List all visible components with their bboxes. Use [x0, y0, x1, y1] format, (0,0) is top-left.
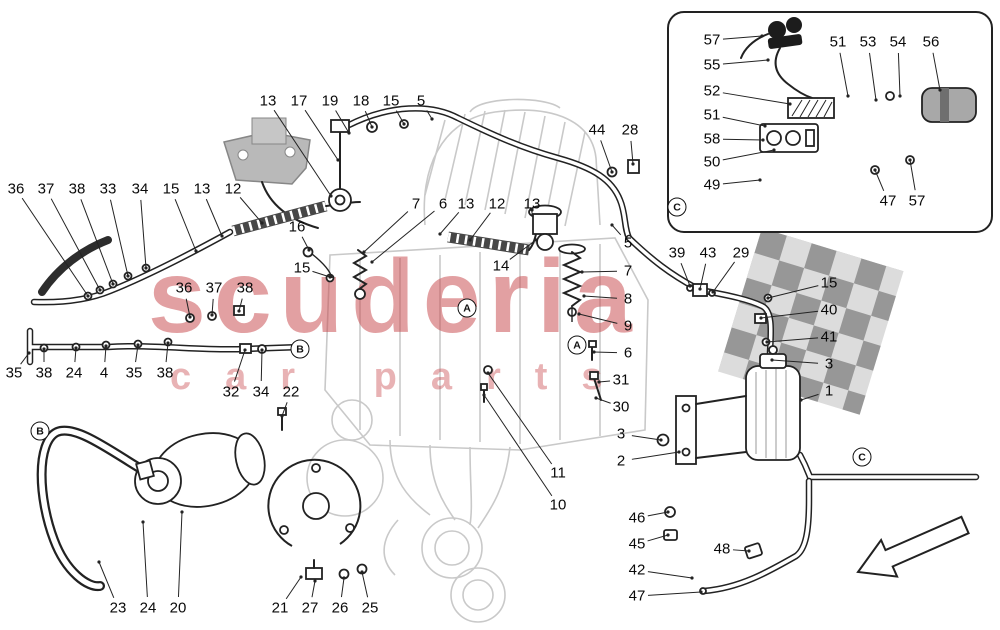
callout-number: 40 — [820, 301, 838, 319]
callout-number: 10 — [549, 496, 567, 514]
callout-number: 26 — [331, 599, 349, 617]
callout-number: 47 — [628, 587, 646, 605]
callout-number: 11 — [550, 464, 566, 482]
callout-number: 45 — [628, 535, 646, 553]
callout-number: 33 — [99, 180, 117, 198]
callout-number: 37 — [37, 180, 55, 198]
callout-number: 12 — [488, 195, 506, 213]
reference-letter-c: C — [667, 197, 687, 217]
callout-number: 2 — [616, 452, 626, 470]
callout-number: 48 — [713, 540, 731, 558]
ignition-coil — [767, 17, 803, 49]
callout-number: 13 — [193, 180, 211, 198]
callout-number: 32 — [222, 383, 240, 401]
reference-letter-a: A — [457, 298, 477, 318]
callout-number: 7 — [623, 262, 633, 280]
callout-number: 36 — [175, 279, 193, 297]
callout-number: 49 — [703, 176, 721, 194]
bottom-fasteners — [305, 559, 368, 580]
callout-number: 14 — [492, 257, 510, 275]
callout-number: 56 — [922, 33, 940, 51]
callout-number: 41 — [820, 328, 838, 346]
center-spring-valve — [302, 246, 368, 300]
reference-letter-c: C — [852, 447, 872, 467]
callout-number: 15 — [162, 180, 180, 198]
callout-number: 51 — [829, 33, 847, 51]
callout-number: 15 — [820, 274, 838, 292]
callout-number: 19 — [321, 92, 339, 110]
callout-number: 6 — [623, 344, 633, 362]
callout-number: 38 — [68, 180, 86, 198]
callout-number: 28 — [621, 121, 639, 139]
callout-number: 37 — [205, 279, 223, 297]
air-pump — [134, 432, 266, 508]
callout-number: 4 — [99, 364, 109, 382]
callout-number: 3 — [616, 425, 626, 443]
callout-number: 21 — [271, 599, 289, 617]
callout-number: 12 — [224, 180, 242, 198]
callout-number: 15 — [382, 92, 400, 110]
callout-number: 53 — [859, 33, 877, 51]
callout-number: 31 — [612, 371, 630, 389]
callout-number: 38 — [35, 364, 53, 382]
callout-number: 9 — [623, 317, 633, 335]
callout-number: 57 — [703, 31, 721, 49]
callout-number: 35 — [5, 364, 23, 382]
callout-number: 39 — [668, 244, 686, 262]
callout-number: 24 — [139, 599, 157, 617]
callout-number: 13 — [523, 195, 541, 213]
vacuum-valve — [328, 119, 409, 212]
callout-number: 35 — [125, 364, 143, 382]
callout-number: 13 — [259, 92, 277, 110]
callout-number: 15 — [293, 259, 311, 277]
callout-number: 55 — [703, 56, 721, 74]
pump-bracket-ring — [267, 458, 362, 547]
callout-number: 52 — [703, 82, 721, 100]
callout-number: 25 — [361, 599, 379, 617]
callout-number: 51 — [703, 106, 721, 124]
callout-number: 24 — [65, 364, 83, 382]
callout-number: 29 — [732, 244, 750, 262]
callout-number: 13 — [457, 195, 475, 213]
callout-number: 57 — [908, 192, 926, 210]
reference-letter-b: B — [290, 339, 310, 359]
callout-number: 43 — [699, 244, 717, 262]
callout-number: 17 — [290, 92, 308, 110]
callout-number: 38 — [156, 364, 174, 382]
callout-number: 47 — [879, 192, 897, 210]
callout-number: 3 — [824, 355, 834, 373]
callout-number: 34 — [252, 383, 270, 401]
reference-letter-b: B — [30, 421, 50, 441]
hose-clamps-top — [606, 159, 640, 178]
direction-arrow — [856, 515, 970, 578]
injector-fasteners — [480, 365, 493, 403]
callout-number: 58 — [703, 130, 721, 148]
callout-number: 38 — [236, 279, 254, 297]
callout-number: 44 — [588, 121, 606, 139]
callout-number: 23 — [109, 599, 127, 617]
callout-number: 30 — [612, 398, 630, 416]
callout-number: 50 — [703, 153, 721, 171]
callout-number: 6 — [438, 195, 448, 213]
canister-bracket — [656, 395, 747, 465]
callout-number: 46 — [628, 509, 646, 527]
callout-number: 5 — [416, 92, 426, 110]
callout-number: 22 — [282, 383, 300, 401]
reference-letter-a: A — [567, 335, 587, 355]
callout-number: 27 — [301, 599, 319, 617]
callout-number: 20 — [169, 599, 187, 617]
callout-number: 1 — [824, 382, 834, 400]
callout-number: 18 — [352, 92, 370, 110]
callout-number: 36 — [7, 180, 25, 198]
callout-number: 42 — [628, 561, 646, 579]
callout-number: 16 — [288, 218, 306, 236]
callout-number: 54 — [889, 33, 907, 51]
callout-number: 8 — [623, 290, 633, 308]
callout-number: 34 — [131, 180, 149, 198]
air-shutoff-valve — [528, 204, 602, 401]
callout-number: 5 — [623, 234, 633, 252]
callout-number: 7 — [411, 195, 421, 213]
